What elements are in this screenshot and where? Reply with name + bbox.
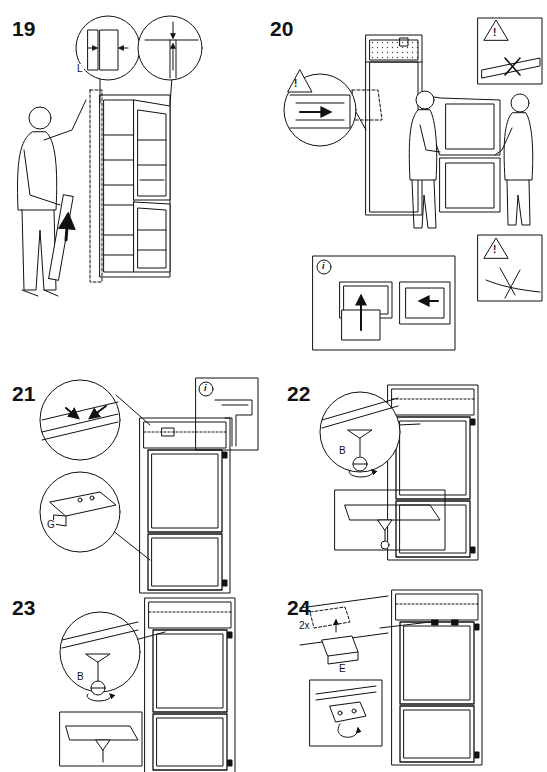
step-number: 21 — [12, 383, 35, 404]
part-letter: L — [76, 64, 84, 74]
step-number: 24 — [287, 597, 310, 618]
warning-mark: ! — [493, 28, 496, 38]
part-letter: G — [46, 520, 56, 530]
info-mark: i — [322, 262, 325, 271]
warning-mark: ! — [294, 79, 297, 89]
step-number: 19 — [12, 18, 35, 39]
step-number: 22 — [287, 383, 310, 404]
step-number: 23 — [12, 597, 35, 618]
part-letter: B — [338, 446, 347, 456]
part-letter: B — [76, 672, 85, 682]
part-letter: E — [338, 664, 347, 674]
step-number: 20 — [270, 18, 293, 39]
info-mark: i — [204, 384, 207, 393]
quantity-label: 2x — [298, 621, 311, 631]
warning-mark: ! — [493, 245, 496, 255]
